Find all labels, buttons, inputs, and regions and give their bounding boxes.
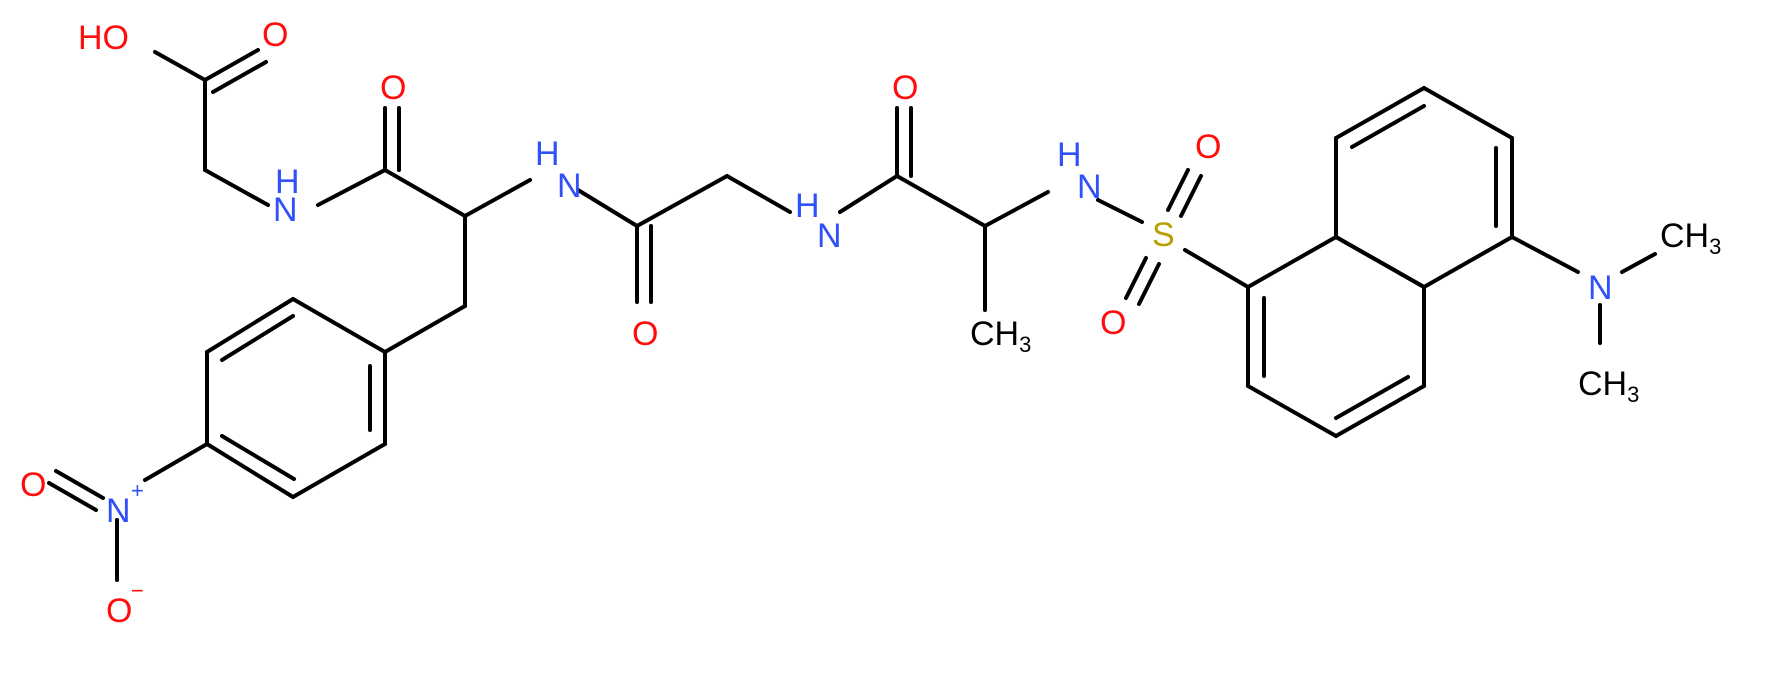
- naph-11: [1422, 235, 1514, 289]
- naph-dbl-3: [1334, 235, 1426, 289]
- bond-co2-ch2: [635, 174, 729, 228]
- bond-co1-calpha: [383, 168, 467, 218]
- ring-b-dbl-3: [220, 314, 295, 362]
- label-ch3-b: CH3: [1578, 365, 1639, 407]
- naph-8: [1334, 86, 1426, 140]
- bond-s-o2-b: [1137, 262, 1161, 306]
- bond-calpha-nh4: [983, 190, 1050, 228]
- naph-9: [1422, 86, 1514, 140]
- bond-nh3-co3: [838, 174, 899, 214]
- bond-nh4-s: [1096, 198, 1144, 224]
- bond-nh2-co2: [576, 188, 639, 228]
- naph-3: [1334, 384, 1426, 438]
- bond-s-o1-a: [1166, 168, 1190, 212]
- label-ch3-a: CH3: [1660, 217, 1721, 259]
- label-n-dim: N: [1588, 269, 1613, 307]
- ring-b-5: [205, 297, 295, 354]
- ring-b-dbl-2: [220, 434, 296, 481]
- label-no2-o2: O: [106, 592, 132, 630]
- label-ch3-ala-c: CH: [970, 315, 1019, 353]
- ring-b-6: [291, 297, 387, 354]
- ring-b-3: [205, 442, 295, 499]
- naph-dbl-4: [1350, 104, 1426, 149]
- label-no2-o1: O: [20, 466, 46, 504]
- bond-nh1-co1: [316, 168, 387, 207]
- bond-cooh-o-a: [203, 48, 260, 82]
- label-o-acid: O: [262, 16, 288, 54]
- atom-labels: HO O N H O H N O H N O H N S O O CH3 N C…: [20, 16, 1721, 630]
- label-o-s1: O: [1195, 128, 1221, 166]
- label-nh2-h: H: [535, 135, 560, 173]
- label-ch3-b-c: CH: [1578, 365, 1627, 403]
- label-ch3-a-sub: 3: [1709, 234, 1721, 259]
- label-ch3-a-c: CH: [1660, 217, 1709, 255]
- ring-b-2: [291, 442, 387, 499]
- label-s: S: [1152, 216, 1175, 254]
- bond-cooh-o-b: [211, 60, 268, 94]
- bond-ring-no2: [143, 442, 209, 482]
- naph-6: [1246, 235, 1338, 289]
- bond-ch2-nh1: [203, 168, 270, 207]
- naph-dbl-2: [1334, 375, 1410, 420]
- bond-ch2-nh3: [725, 174, 792, 214]
- label-nh1-n: N: [273, 191, 298, 229]
- label-ch3-b-sub: 3: [1627, 382, 1639, 407]
- bond-cooh-oh: [153, 50, 207, 82]
- label-no2-n: N: [106, 492, 131, 530]
- bonds: [47, 48, 1657, 582]
- bond-co3-calpha: [895, 174, 987, 228]
- bond-s-o2-a: [1124, 256, 1148, 300]
- label-o3: O: [892, 69, 918, 107]
- bond-ring-ndim: [1510, 235, 1580, 274]
- label-nh1-h: H: [275, 163, 300, 201]
- label-ho: HO: [78, 19, 129, 57]
- naph-2: [1246, 384, 1338, 438]
- bond-cbeta-ring: [383, 304, 467, 354]
- label-nh3-n: N: [817, 217, 842, 255]
- bond-s-ring: [1183, 248, 1250, 289]
- label-nh4-n: N: [1077, 168, 1102, 206]
- label-no2-plus: +: [131, 478, 144, 503]
- label-ch3-ala: CH3: [970, 315, 1031, 357]
- label-o-s2: O: [1100, 304, 1126, 342]
- label-ch3-ala-sub: 3: [1019, 332, 1031, 357]
- label-nh3-h: H: [795, 187, 820, 225]
- bond-s-o1-b: [1179, 174, 1203, 218]
- bond-no2-o1-b: [47, 481, 98, 512]
- label-nh2-n: N: [557, 167, 582, 205]
- label-no2-minus: −: [131, 578, 144, 603]
- bond-calpha-nh2: [463, 178, 532, 218]
- bond-no2-o1-a: [54, 469, 105, 500]
- label-nh4-h: H: [1057, 136, 1082, 174]
- label-o1: O: [380, 69, 406, 107]
- label-o2: O: [632, 315, 658, 353]
- bond-ndim-ch3a: [1620, 252, 1657, 274]
